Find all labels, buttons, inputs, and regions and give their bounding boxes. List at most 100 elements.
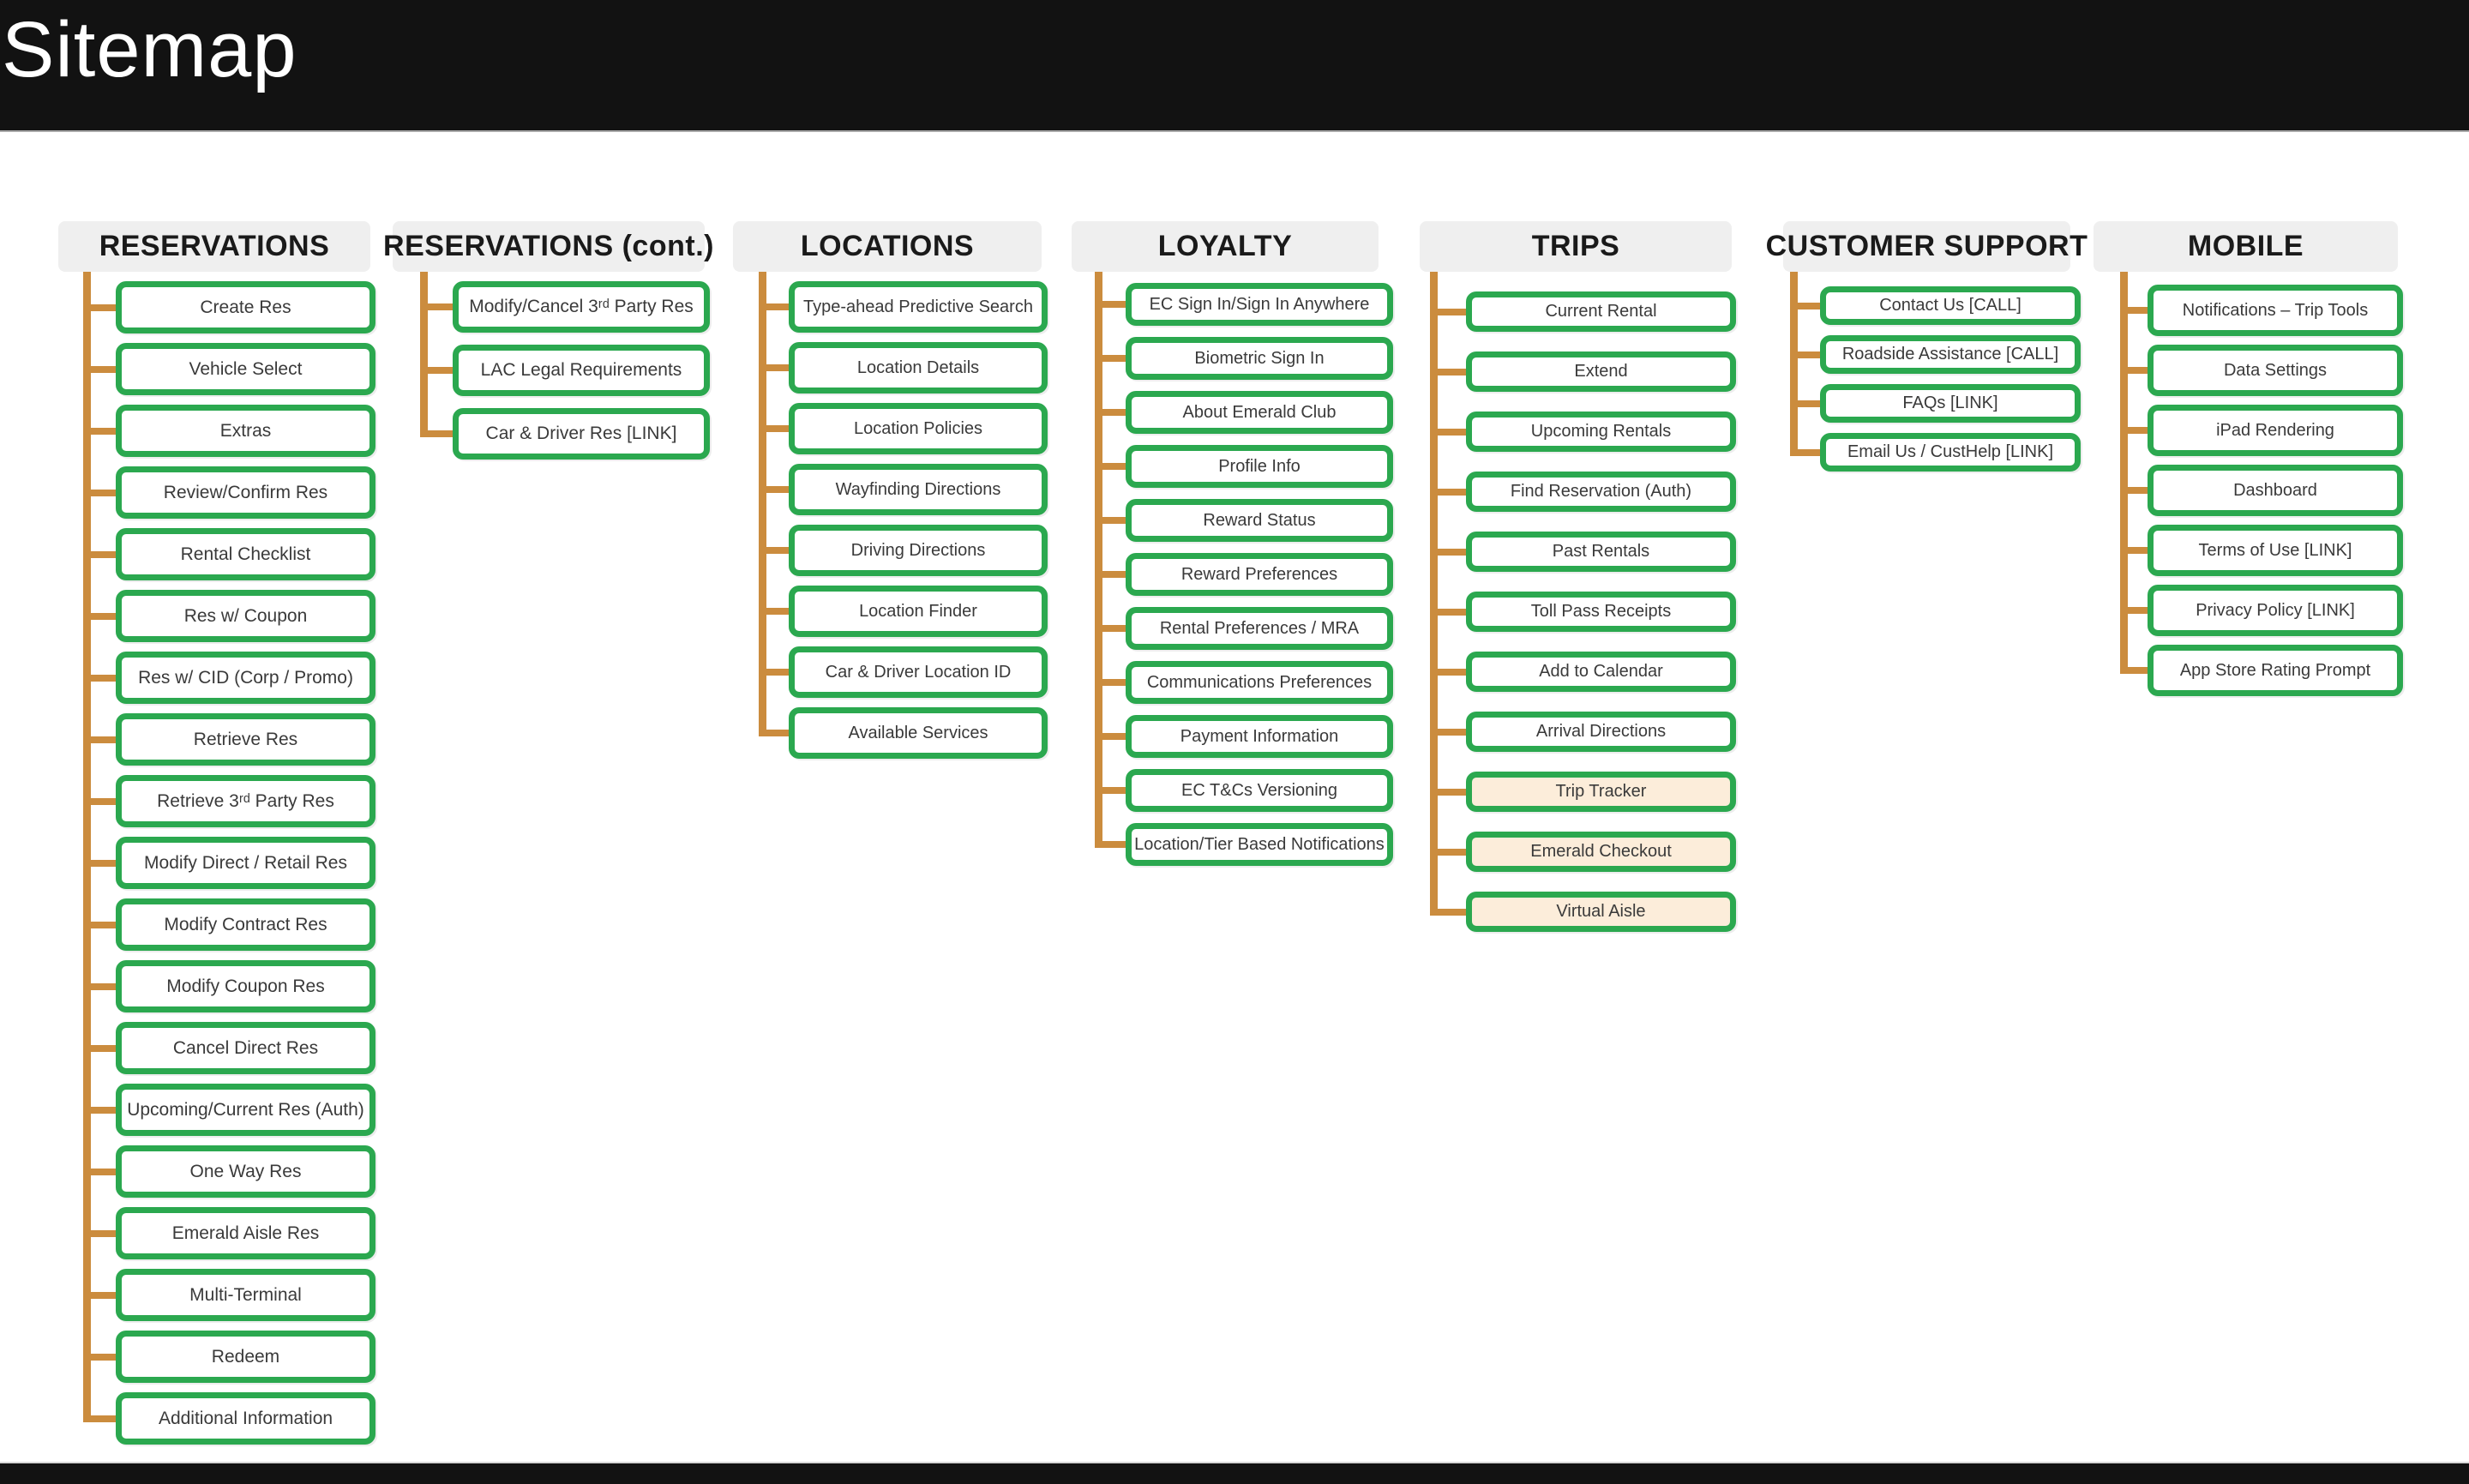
connector-stub	[2120, 607, 2154, 614]
connector-stub	[83, 736, 123, 743]
node-data-settings: Data Settings	[2148, 345, 2403, 396]
connector-stub	[83, 1353, 123, 1361]
node-redeem: Redeem	[116, 1331, 375, 1383]
connector-stub	[2120, 427, 2154, 434]
node-modify-contract-res: Modify Contract Res	[116, 898, 375, 951]
page-title: Sitemap	[2, 6, 297, 93]
node-trip-tracker: Trip Tracker	[1466, 772, 1736, 812]
top-title-bar: Sitemap	[0, 0, 2469, 132]
connector-stub	[2120, 367, 2154, 374]
connector-stub	[1095, 301, 1132, 308]
connector-stub	[1095, 517, 1132, 524]
node-driving-directions: Driving Directions	[789, 525, 1048, 576]
connector-stub	[83, 674, 123, 682]
connector-stub	[1430, 908, 1473, 916]
node-roadside-assistance-call: Roadside Assistance [CALL]	[1820, 335, 2081, 374]
connector-stub	[1095, 679, 1132, 686]
connector-stub	[1430, 548, 1473, 556]
node-dashboard: Dashboard	[2148, 465, 2403, 516]
bottom-bar	[0, 1462, 2469, 1484]
node-vehicle-select: Vehicle Select	[116, 343, 375, 395]
connector-stub	[1095, 841, 1132, 848]
node-virtual-aisle: Virtual Aisle	[1466, 892, 1736, 932]
column-header-mobile: MOBILE	[2094, 221, 2398, 272]
node-add-to-calendar: Add to Calendar	[1466, 652, 1736, 692]
node-one-way-res: One Way Res	[116, 1145, 375, 1198]
node-toll-pass-receipts: Toll Pass Receipts	[1466, 592, 1736, 632]
column-header-loyalty: LOYALTY	[1072, 221, 1379, 272]
node-modify-cancel-3-party-res: Modify/Cancel 3ʳᵈ Party Res	[453, 281, 710, 333]
connector-stub	[83, 921, 123, 928]
node-lac-legal-requirements: LAC Legal Requirements	[453, 345, 710, 396]
connector-trunk-reservations-cont	[420, 272, 428, 437]
connector-trunk-customer-support	[1790, 272, 1798, 456]
node-res-w-coupon: Res w/ Coupon	[116, 590, 375, 642]
connector-stub	[759, 364, 796, 371]
connector-stub	[420, 303, 460, 310]
node-emerald-aisle-res: Emerald Aisle Res	[116, 1207, 375, 1259]
node-available-services: Available Services	[789, 707, 1048, 759]
node-arrival-directions: Arrival Directions	[1466, 712, 1736, 752]
node-upcoming-current-res-auth: Upcoming/Current Res (Auth)	[116, 1084, 375, 1136]
node-type-ahead-predictive-search: Type-ahead Predictive Search	[789, 281, 1048, 333]
connector-stub	[759, 486, 796, 493]
node-review-confirm-res: Review/Confirm Res	[116, 466, 375, 519]
connector-stub	[1430, 728, 1473, 736]
node-payment-information: Payment Information	[1126, 715, 1393, 758]
connector-stub	[1430, 848, 1473, 856]
connector-stub	[759, 608, 796, 615]
connector-stub	[1430, 308, 1473, 315]
node-location-policies: Location Policies	[789, 403, 1048, 454]
node-location-tier-based-notifications: Location/Tier Based Notifications	[1126, 823, 1393, 866]
node-location-finder: Location Finder	[789, 586, 1048, 637]
connector-stub	[1430, 488, 1473, 496]
connector-stub	[83, 1415, 123, 1422]
connector-stub	[83, 612, 123, 620]
node-reward-preferences: Reward Preferences	[1126, 553, 1393, 596]
node-biometric-sign-in: Biometric Sign In	[1126, 337, 1393, 380]
node-wayfinding-directions: Wayfinding Directions	[789, 464, 1048, 515]
node-cancel-direct-res: Cancel Direct Res	[116, 1022, 375, 1074]
node-profile-info: Profile Info	[1126, 445, 1393, 488]
column-header-reservations-cont: RESERVATIONS (cont.)	[383, 221, 713, 272]
connector-stub	[759, 303, 796, 310]
connector-stub	[1095, 625, 1132, 632]
connector-stub	[83, 303, 123, 311]
node-ec-sign-in-sign-in-anywhere: EC Sign In/Sign In Anywhere	[1126, 283, 1393, 326]
connector-stub	[1430, 788, 1473, 796]
connector-stub	[1095, 355, 1132, 362]
connector-stub	[83, 365, 123, 373]
connector-stub	[83, 1044, 123, 1052]
connector-stub	[1430, 428, 1473, 436]
node-retrieve-res: Retrieve Res	[116, 713, 375, 766]
node-ipad-rendering: iPad Rendering	[2148, 405, 2403, 456]
node-location-details: Location Details	[789, 342, 1048, 394]
column-header-customer-support: CUSTOMER SUPPORT	[1766, 221, 2088, 272]
connector-stub	[2120, 307, 2154, 314]
node-reward-status: Reward Status	[1126, 499, 1393, 542]
connector-stub	[1790, 400, 1827, 407]
node-extras: Extras	[116, 405, 375, 457]
node-email-us-custhelp-link: Email Us / CustHelp [LINK]	[1820, 433, 2081, 472]
connector-stub	[83, 797, 123, 805]
node-past-rentals: Past Rentals	[1466, 532, 1736, 572]
connector-stub	[759, 669, 796, 676]
connector-stub	[2120, 667, 2154, 674]
connector-trunk-loyalty	[1095, 272, 1102, 848]
node-rental-checklist: Rental Checklist	[116, 528, 375, 580]
node-notifications-trip-tools: Notifications – Trip Tools	[2148, 285, 2403, 336]
node-extend: Extend	[1466, 351, 1736, 392]
connector-stub	[1790, 351, 1827, 358]
node-additional-information: Additional Information	[116, 1392, 375, 1445]
connector-stub	[1430, 608, 1473, 616]
node-find-reservation-auth: Find Reservation (Auth)	[1466, 472, 1736, 512]
node-car-driver-location-id: Car & Driver Location ID	[789, 646, 1048, 698]
node-upcoming-rentals: Upcoming Rentals	[1466, 412, 1736, 452]
connector-stub	[1095, 409, 1132, 416]
connector-stub	[1095, 733, 1132, 740]
node-emerald-checkout: Emerald Checkout	[1466, 832, 1736, 872]
node-current-rental: Current Rental	[1466, 291, 1736, 332]
column-header-reservations: RESERVATIONS	[58, 221, 370, 272]
connector-stub	[1095, 787, 1132, 794]
